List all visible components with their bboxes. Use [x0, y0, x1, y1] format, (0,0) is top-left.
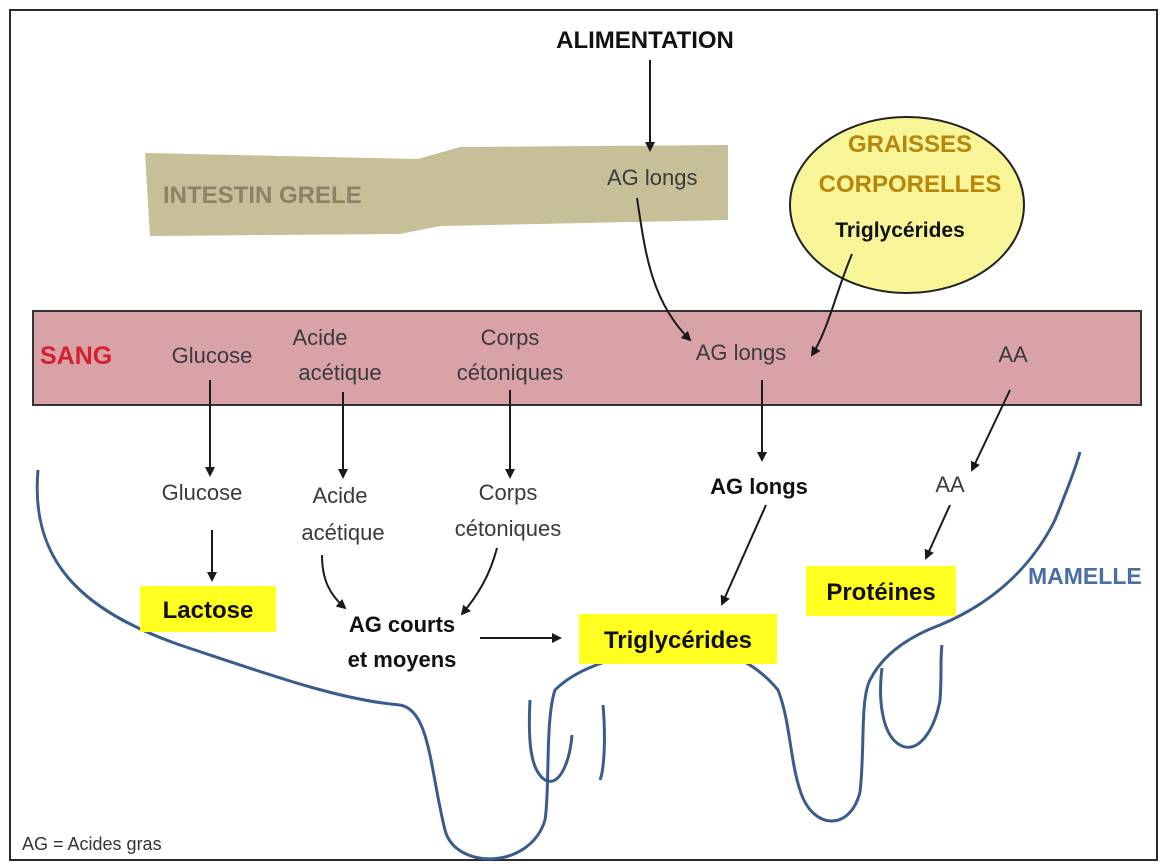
- body-fat-label-line2: CORPORELLES: [819, 171, 1002, 198]
- mammary-ag-longs: AG longs: [710, 474, 808, 499]
- body-fat-triglycerides: Triglycérides: [835, 219, 965, 242]
- body-fat-label-line1: GRAISSES: [848, 131, 972, 158]
- mammary-ag-courts-line1: AG courts: [349, 612, 455, 637]
- intestine-label: INTESTIN GRELE: [163, 182, 362, 209]
- mammary-label: MAMELLE: [1028, 563, 1142, 589]
- product-proteines: Protéines: [826, 579, 935, 606]
- mammary-acetic-line1: Acide: [312, 483, 367, 508]
- product-triglycerides: Triglycérides: [604, 627, 752, 654]
- blood-ketone-line2: cétoniques: [457, 360, 563, 385]
- diagram-title: ALIMENTATION: [556, 27, 734, 54]
- footnote: AG = Acides gras: [22, 834, 162, 854]
- intestine-ag-longs: AG longs: [607, 165, 698, 190]
- mammary-ketone-line2: cétoniques: [455, 516, 561, 541]
- blood-acetic-line2: acétique: [298, 360, 381, 385]
- mammary-glucose: Glucose: [162, 480, 243, 505]
- blood-label: SANG: [40, 342, 112, 370]
- blood-aa: AA: [998, 342, 1028, 367]
- product-lactose: Lactose: [163, 597, 254, 624]
- mammary-ag-courts-line2: et moyens: [348, 647, 457, 672]
- mammary-aa: AA: [935, 472, 965, 497]
- blood-glucose: Glucose: [172, 343, 253, 368]
- blood-acetic-line1: Acide: [292, 325, 347, 350]
- blood-ag-longs: AG longs: [696, 340, 787, 365]
- diagram-frame: [10, 10, 1157, 860]
- mammary-ketone-line1: Corps: [479, 480, 538, 505]
- mammary-acetic-line2: acétique: [301, 520, 384, 545]
- blood-ketone-line1: Corps: [481, 325, 540, 350]
